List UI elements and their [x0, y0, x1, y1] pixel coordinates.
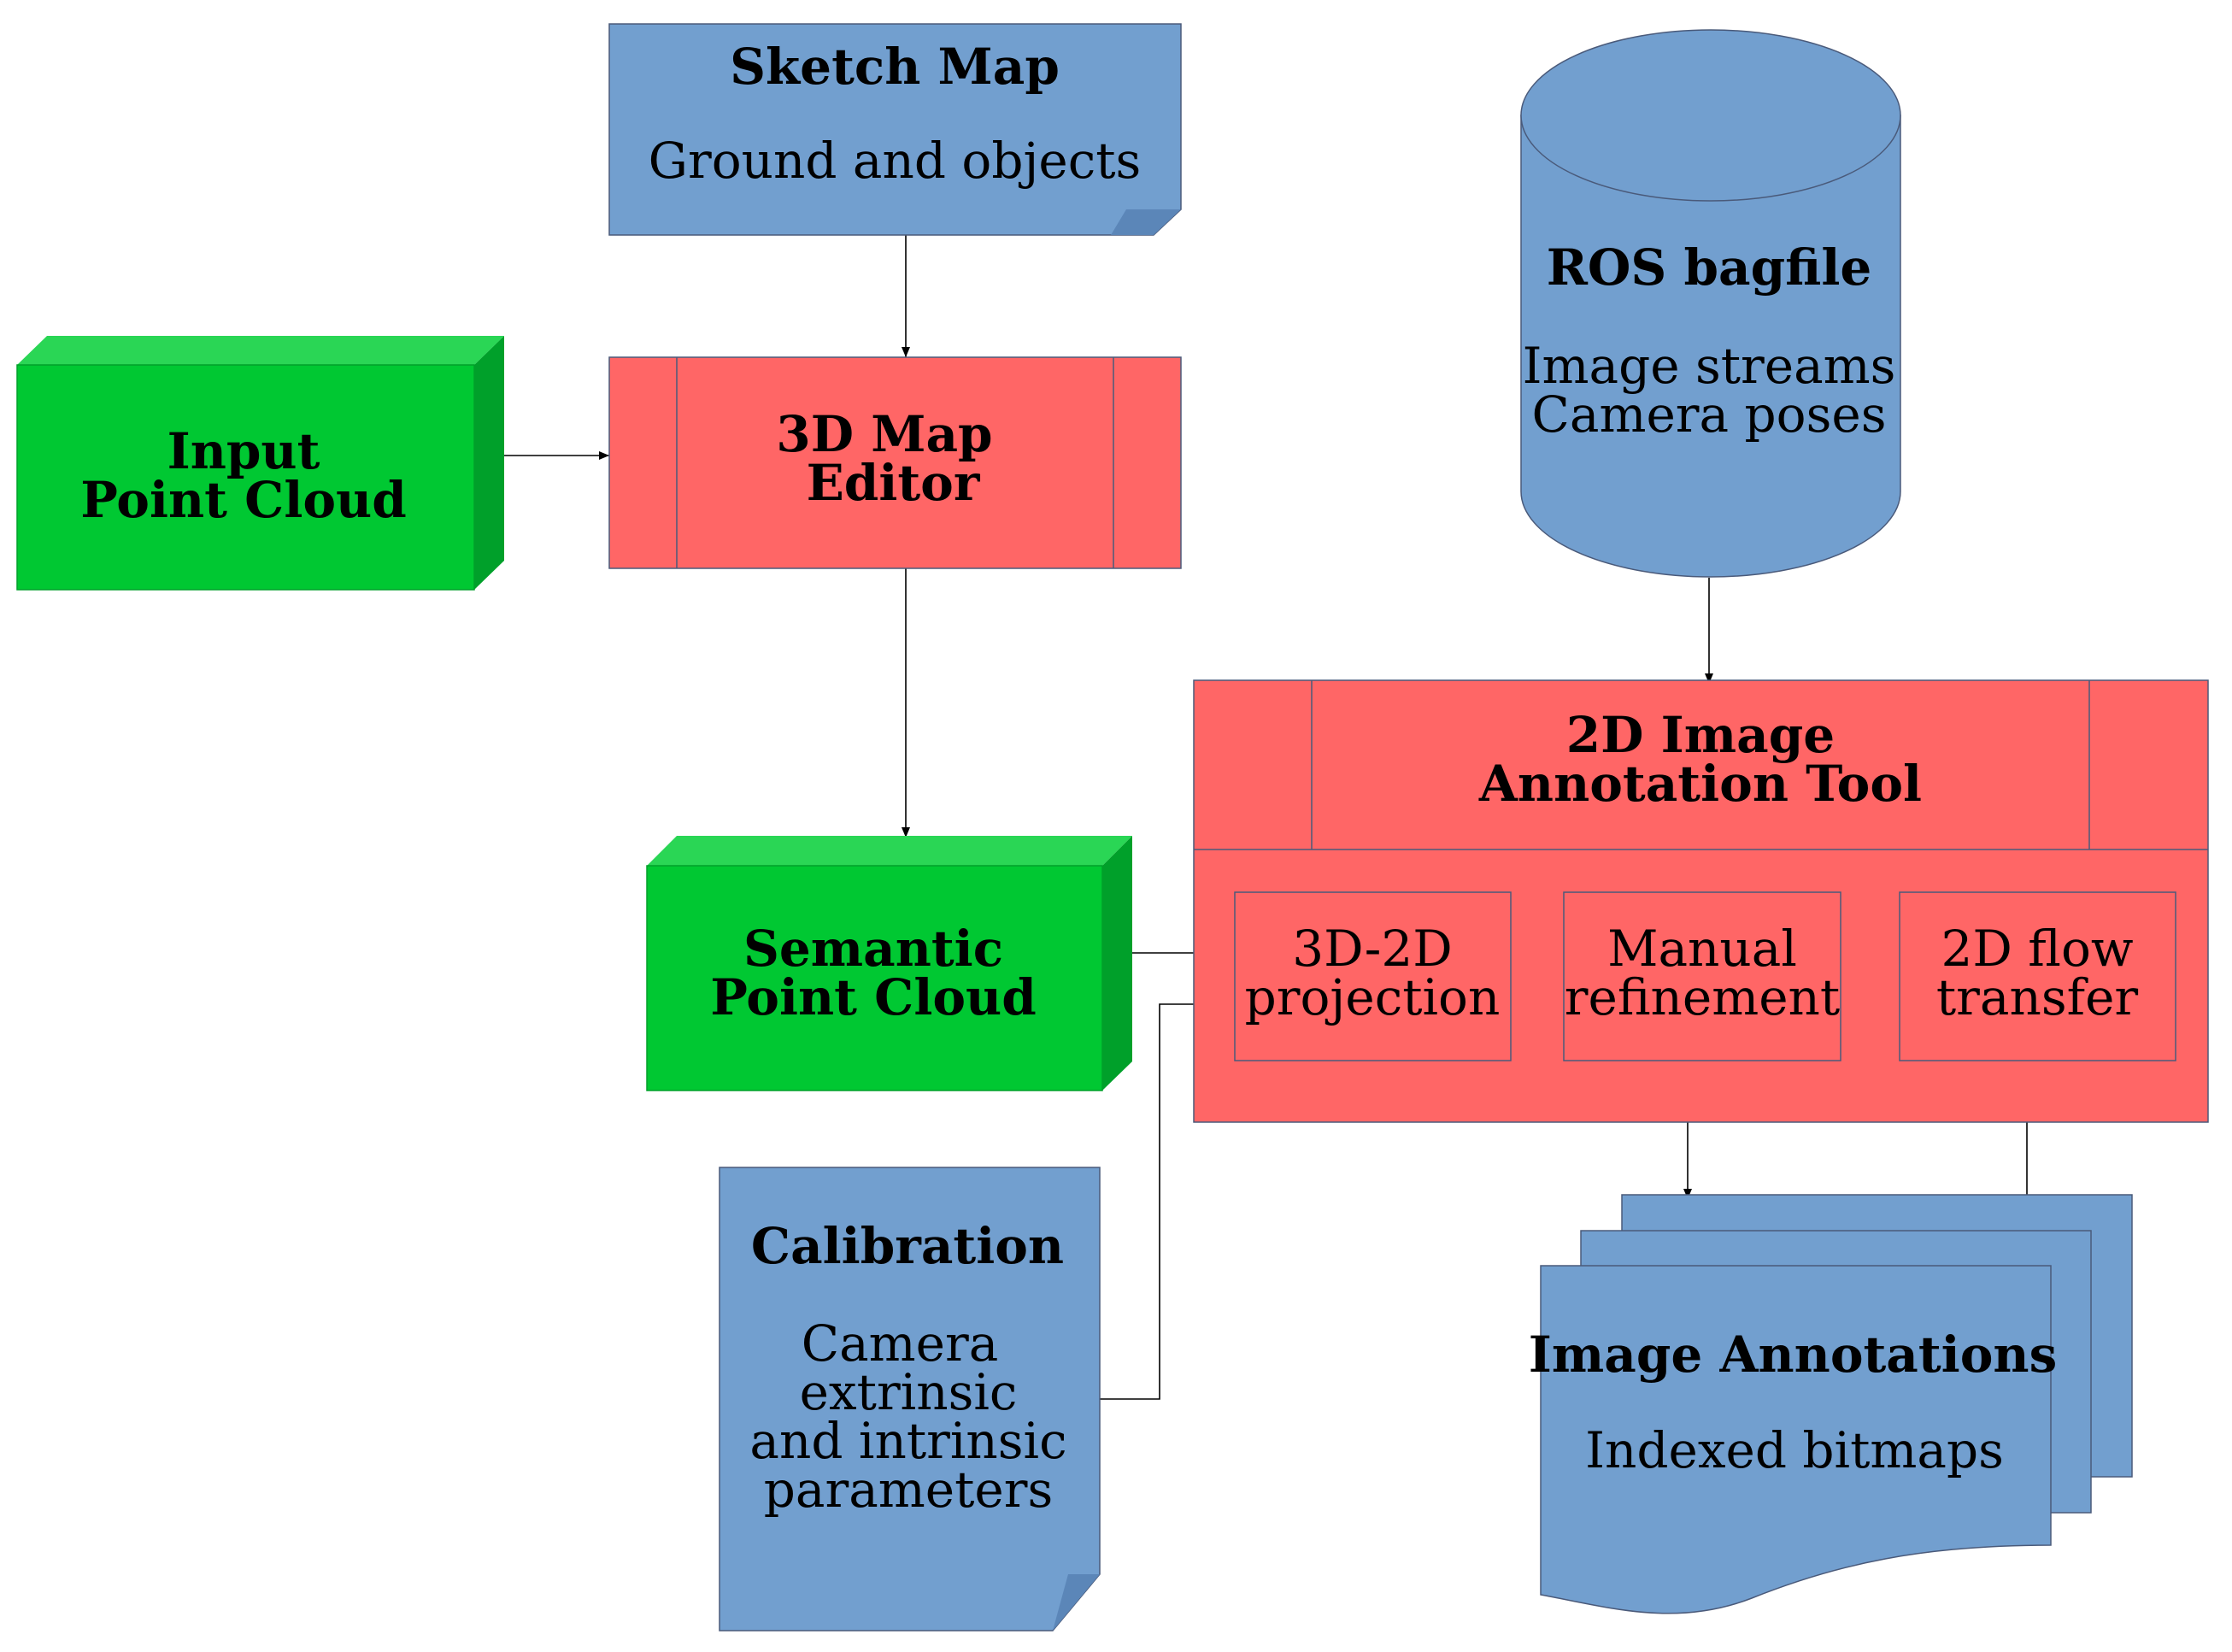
refinement-step-line1: Manual — [1607, 920, 1797, 978]
refinement-step: Manual refinement — [1563, 891, 1841, 1061]
input-point-cloud-line2: Point Cloud — [80, 471, 407, 529]
image-annotations-subtitle: Indexed bitmaps — [1585, 1421, 2004, 1479]
annotation-tool-line1: 2D Image — [1566, 706, 1835, 764]
refinement-step-line2: refinement — [1565, 968, 1840, 1026]
calibration-node: Calibration Camera extrinsic and intrins… — [719, 1167, 1101, 1631]
sketch-map-fold — [1111, 209, 1181, 235]
ros-bagfile-top — [1520, 29, 1901, 202]
calibration-fold — [1053, 1574, 1100, 1631]
flow-transfer-step: 2D flow transfer — [1899, 891, 2176, 1061]
calibration-line4: parameters — [764, 1461, 1053, 1519]
semantic-point-cloud-front — [646, 865, 1103, 1091]
map-editor-line2: Editor — [807, 454, 981, 512]
map-editor-node: 3D Map Editor — [608, 356, 1182, 569]
semantic-point-cloud-side — [1102, 836, 1132, 1091]
calibration-line3: and intrinsic — [749, 1412, 1066, 1470]
calibration-title: Calibration — [751, 1217, 1064, 1275]
calibration-line2: extrinsic — [800, 1363, 1018, 1421]
projection-step-shape — [1234, 891, 1512, 1061]
sketch-map-title: Sketch Map — [730, 38, 1060, 96]
flow-transfer-step-shape — [1899, 891, 2176, 1061]
annotation-tool-node: 2D Image Annotation Tool 3D-2D projectio… — [1193, 679, 2209, 1123]
flow-transfer-step-line2: transfer — [1936, 968, 2139, 1026]
ros-bagfile-line1: Image streams — [1523, 337, 1896, 395]
map-editor-line1: 3D Map — [776, 405, 992, 463]
input-point-cloud-node: Input Point Cloud — [16, 336, 504, 591]
ros-bagfile-node: ROS bagfile Image streams Camera poses — [1520, 29, 1901, 578]
input-point-cloud-front — [16, 364, 475, 591]
image-annotations-title: Image Annotations — [1529, 1326, 2057, 1384]
map-editor-shape — [608, 356, 1182, 569]
projection-step-line2: projection — [1245, 968, 1501, 1026]
semantic-point-cloud-line1: Semantic — [743, 920, 1003, 978]
image-annotations-front-page — [1540, 1265, 2052, 1614]
semantic-point-cloud-node: Semantic Point Cloud — [646, 836, 1132, 1091]
semantic-point-cloud-top — [647, 836, 1132, 866]
image-annotations-node: Image Annotations Indexed bitmaps — [1529, 1194, 2133, 1614]
annotation-tool-line2: Annotation Tool — [1478, 755, 1922, 813]
input-point-cloud-top — [17, 336, 504, 365]
ros-bagfile-body — [1520, 115, 1901, 578]
semantic-point-cloud-line2: Point Cloud — [710, 968, 1037, 1026]
flow-transfer-step-line1: 2D flow — [1941, 920, 2133, 978]
ros-bagfile-title: ROS bagfile — [1547, 238, 1872, 297]
calibration-line1: Camera — [802, 1314, 999, 1373]
refinement-step-shape — [1563, 891, 1841, 1061]
projection-step: 3D-2D projection — [1234, 891, 1512, 1061]
input-point-cloud-line1: Input — [167, 422, 320, 480]
sketch-map-node: Sketch Map Ground and objects — [608, 23, 1182, 236]
projection-step-line1: 3D-2D — [1292, 920, 1452, 978]
input-point-cloud-side — [474, 336, 504, 590]
ros-bagfile-line2: Camera poses — [1532, 385, 1887, 444]
sketch-map-subtitle: Ground and objects — [649, 132, 1142, 190]
